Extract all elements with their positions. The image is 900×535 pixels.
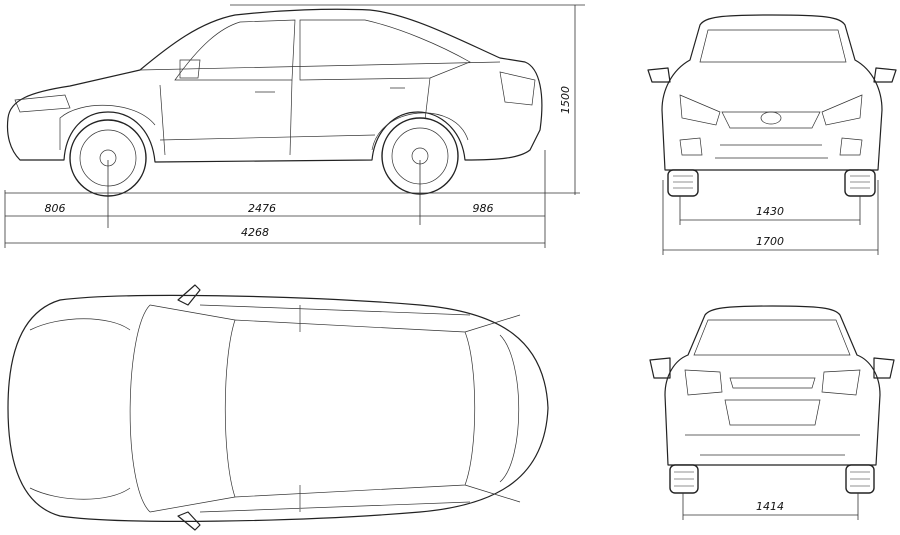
- front-view: [647, 14, 897, 197]
- rear-track-label: 1414: [756, 500, 784, 513]
- front-overhang-label: 806: [45, 202, 66, 215]
- wheelbase-label: 2476: [248, 202, 276, 215]
- side-view: [6, 8, 543, 197]
- rear-view: [649, 305, 895, 494]
- height-label: 1500: [559, 86, 572, 114]
- front-dimensions: 1430 1700: [662, 180, 879, 255]
- rear-dimensions: 1414: [682, 493, 859, 520]
- rear-overhang-label: 986: [473, 202, 494, 215]
- overall-length-label: 4268: [241, 226, 269, 239]
- front-track-label: 1430: [756, 205, 784, 218]
- overall-width-label: 1700: [756, 235, 784, 248]
- side-dimensions: 806 2476 986 4268 1500: [4, 4, 585, 248]
- top-view: [7, 284, 549, 531]
